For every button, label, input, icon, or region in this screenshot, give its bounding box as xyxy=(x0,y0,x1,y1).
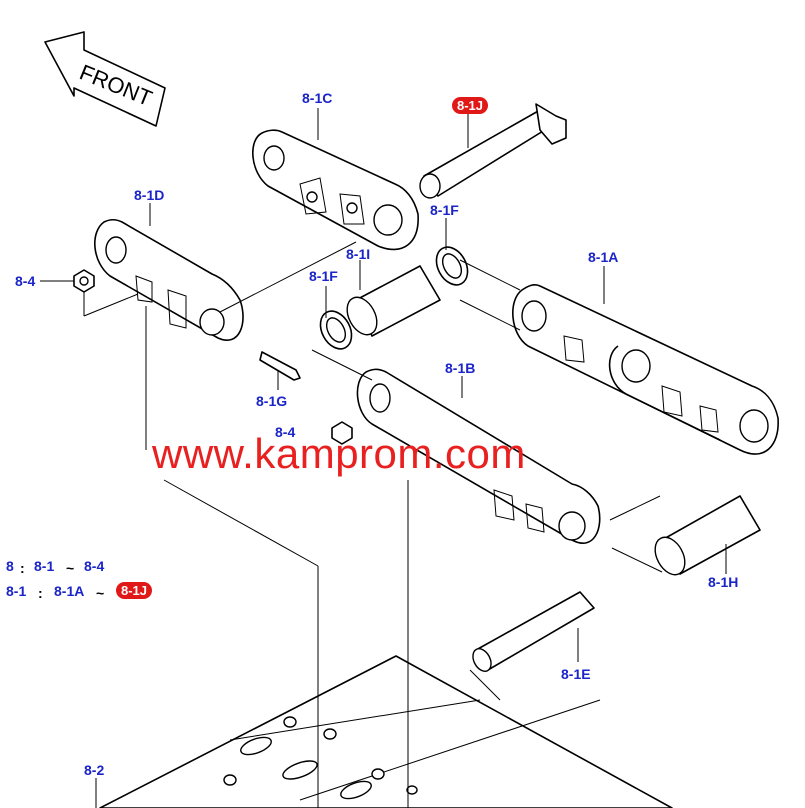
seal-8-1f-mid xyxy=(319,310,353,350)
legend-row1-assembly: 8 xyxy=(6,558,14,574)
legend-row2-tilde: ~ xyxy=(96,585,105,601)
track-link-8-1c xyxy=(252,129,419,251)
track-pin-8-1j xyxy=(419,103,567,199)
legend-row2-end-highlight: 8-1J xyxy=(116,582,153,599)
label-8-1g: 8-1G xyxy=(256,393,288,409)
track-link-8-1d xyxy=(94,218,244,341)
legend-row2-assembly: 8-1 xyxy=(6,583,27,599)
legend-row2-colon: : xyxy=(38,585,43,601)
label-8-1j-highlight: 8-1J xyxy=(452,97,489,114)
watermark: www.kamprom.com xyxy=(152,430,526,477)
nut-8-4-mid xyxy=(331,421,353,445)
label-8-1e: 8-1E xyxy=(561,666,591,682)
legend-row1-start: 8-1 xyxy=(34,558,55,574)
label-8-1b: 8-1B xyxy=(445,360,476,376)
label-8-4-mid: 8-4 xyxy=(275,424,296,440)
label-8-4-left: 8-4 xyxy=(15,273,36,289)
track-pin-8-1e xyxy=(472,591,595,672)
track-shoe-8-2 xyxy=(99,655,673,808)
label-8-1d: 8-1D xyxy=(134,187,165,203)
leader-lines xyxy=(40,108,727,808)
label-8-1i: 8-1I xyxy=(346,246,371,262)
front-arrow-icon: FRONT xyxy=(44,31,166,127)
bushing-8-1h xyxy=(654,495,761,576)
legend-row1-tilde: ~ xyxy=(66,560,75,576)
legend-row1-end: 8-4 xyxy=(84,558,105,574)
seal-8-1f-top xyxy=(435,246,469,286)
clip-8-1g xyxy=(259,351,301,381)
label-8-1f-mid: 8-1F xyxy=(309,268,338,284)
label-8-2: 8-2 xyxy=(84,762,105,778)
label-8-1f-top: 8-1F xyxy=(430,202,459,218)
label-8-1c: 8-1C xyxy=(302,90,333,106)
nut-8-4-left xyxy=(73,269,95,293)
legend-row2-start: 8-1A xyxy=(54,583,85,599)
legend-row1-colon: : xyxy=(20,560,25,576)
track-link-8-1b xyxy=(356,368,601,544)
label-8-1h: 8-1H xyxy=(708,574,739,590)
track-link-8-1a xyxy=(512,283,779,455)
label-8-1a: 8-1A xyxy=(588,249,619,265)
bushing-8-1i xyxy=(346,265,441,337)
